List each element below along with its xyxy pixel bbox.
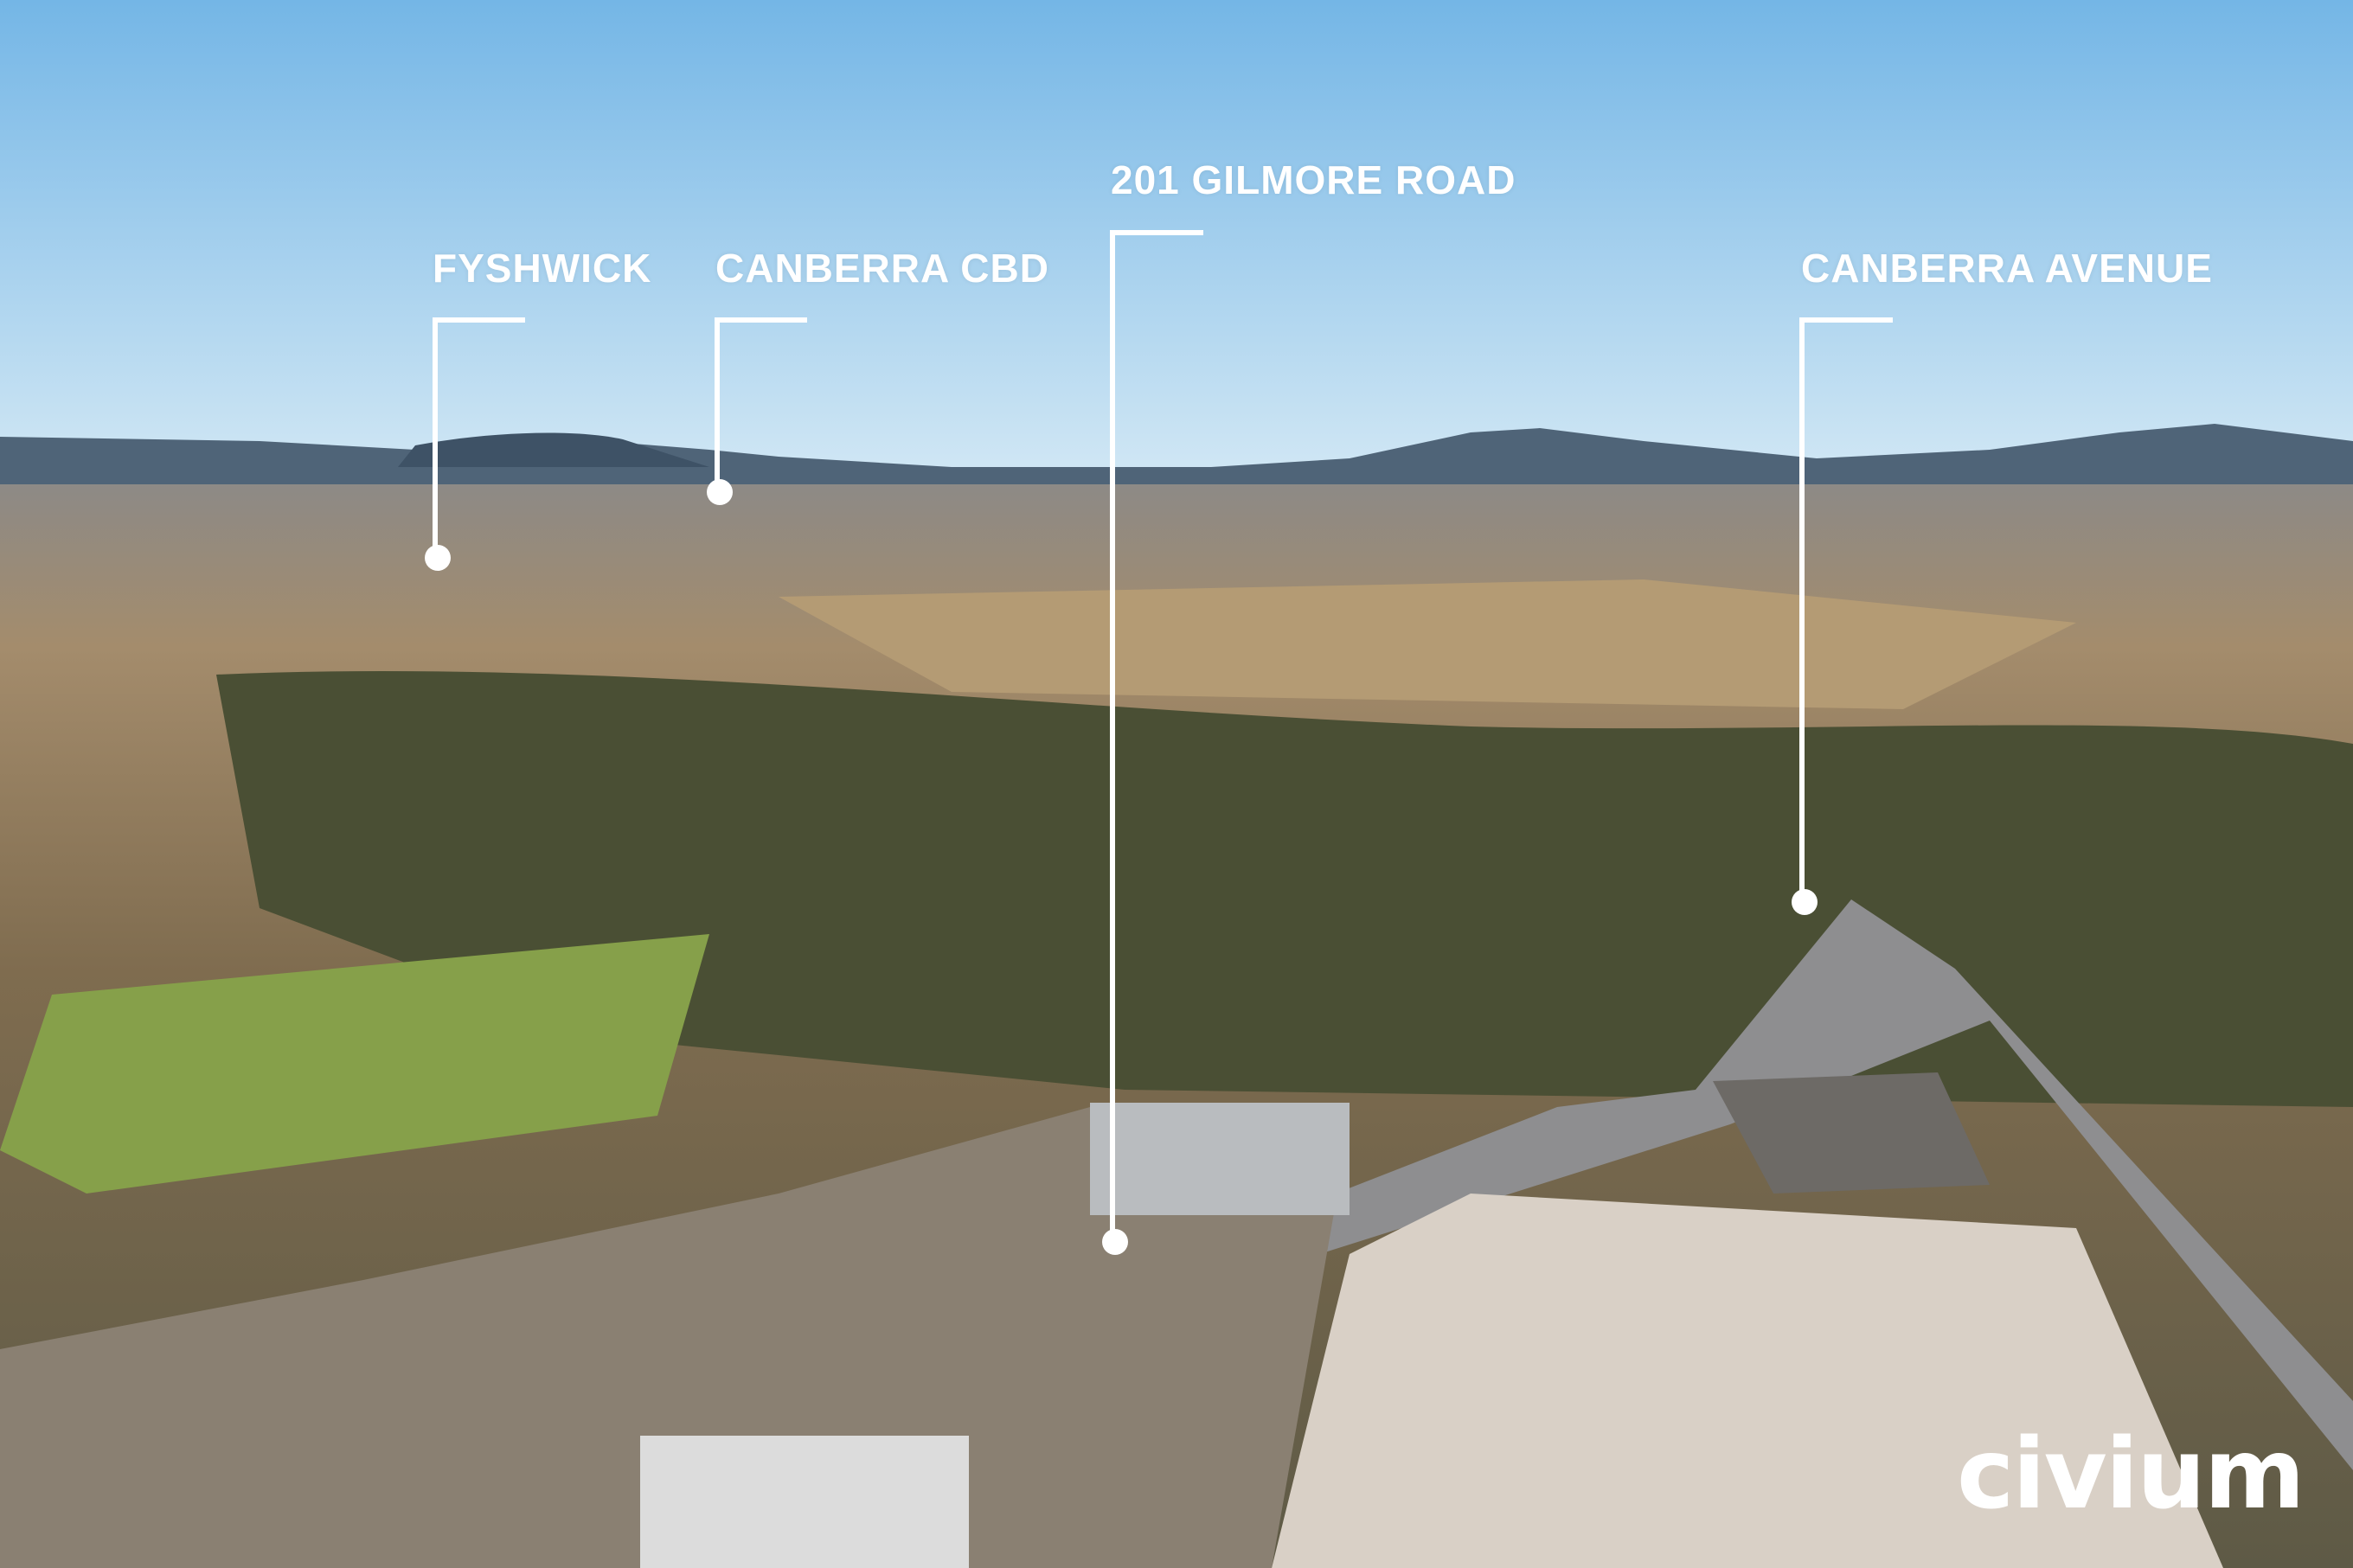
- leader-line: [433, 317, 525, 323]
- leader-line: [715, 317, 807, 323]
- location-pin-dot: [707, 479, 733, 505]
- civium-logo: civium: [1957, 1418, 2305, 1531]
- leader-line: [1110, 230, 1203, 235]
- fields: [779, 579, 2076, 709]
- label-fyshwick-text: FYSHWICK: [433, 246, 652, 291]
- leader-line: [715, 317, 720, 492]
- location-pin-dot: [425, 545, 451, 571]
- label-canberra-cbd-text: CANBERRA CBD: [715, 246, 1049, 291]
- road: [1073, 899, 2353, 1568]
- warehouse-roof: [1272, 1194, 2223, 1568]
- sports-oval: [0, 934, 709, 1194]
- location-pin-dot: [1102, 1229, 1128, 1255]
- industrial-buildings: [0, 1107, 1350, 1568]
- leader-line: [1110, 230, 1115, 1242]
- leader-line: [433, 317, 438, 558]
- label-canberra-avenue-text: CANBERRA AVENUE: [1801, 246, 2213, 291]
- leader-line: [1799, 317, 1893, 323]
- location-pin-dot: [1792, 889, 1818, 915]
- leader-line: [1799, 317, 1805, 902]
- label-property-text: 201 GILMORE ROAD: [1111, 157, 1516, 202]
